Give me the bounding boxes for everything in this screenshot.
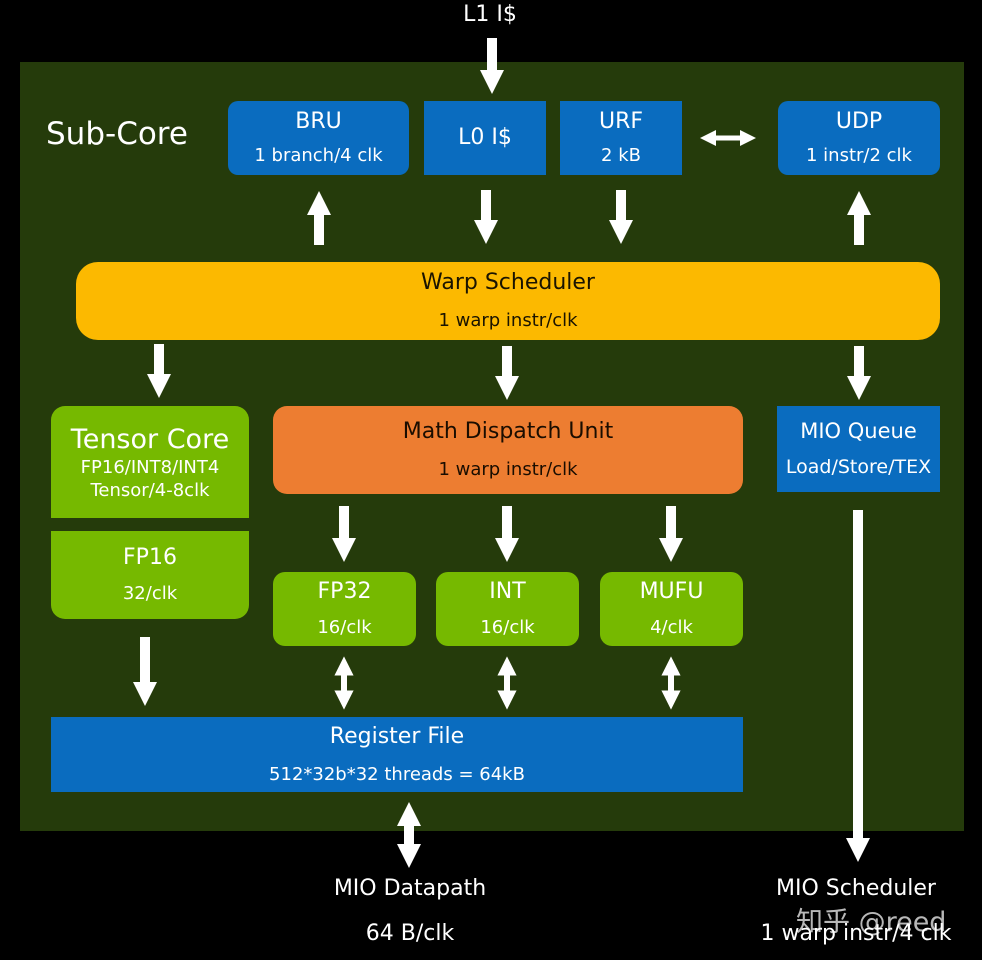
udp-box: UDP 1 instr/2 clk: [778, 101, 940, 175]
mio-datapath-sub: 64 B/clk: [365, 921, 455, 946]
watermark: 知乎 @reed: [796, 907, 947, 938]
math-dispatch-title: Math Dispatch Unit: [402, 419, 614, 444]
mio-scheduler-title: MIO Scheduler: [776, 876, 936, 901]
l1-icache-label: L1 I$: [463, 2, 517, 27]
tensor-core-rate: Tensor/4-8clk: [90, 479, 210, 501]
mufu-title: MUFU: [639, 579, 704, 604]
tensor-core-box: Tensor Core FP16/INT8/INT4 Tensor/4-8clk: [51, 406, 249, 518]
math-dispatch-box: Math Dispatch Unit 1 warp instr/clk: [273, 406, 743, 494]
bru-sub: 1 branch/4 clk: [254, 145, 383, 167]
fp32-title: FP32: [317, 579, 372, 604]
warp-scheduler-title: Warp Scheduler: [421, 270, 595, 295]
math-dispatch-sub: 1 warp instr/clk: [438, 459, 578, 481]
int-box: INT 16/clk: [436, 572, 579, 646]
tensor-core-title: Tensor Core: [70, 423, 230, 455]
int-title: INT: [489, 579, 526, 604]
register-file-title: Register File: [329, 723, 465, 749]
mufu-box: MUFU 4/clk: [600, 572, 743, 646]
mio-datapath-title: MIO Datapath: [333, 876, 487, 901]
fp32-box: FP32 16/clk: [273, 572, 416, 646]
mio-queue-title: MIO Queue: [800, 419, 917, 443]
l0-icache-title: L0 I$: [458, 125, 512, 151]
mio-queue-box: MIO Queue Load/Store/TEX: [777, 406, 940, 492]
fp32-sub: 16/clk: [317, 617, 372, 639]
fp16-title: FP16: [123, 545, 177, 570]
tensor-core-precisions: FP16/INT8/INT4: [80, 456, 220, 478]
bru-title: BRU: [295, 109, 342, 134]
urf-title: URF: [598, 109, 644, 134]
sub-core-title: Sub-Core: [46, 116, 188, 152]
udp-title: UDP: [835, 109, 883, 134]
udp-sub: 1 instr/2 clk: [806, 145, 912, 167]
fp16-sub: 32/clk: [122, 583, 178, 605]
fp16-box: FP16 32/clk: [51, 531, 249, 619]
int-sub: 16/clk: [480, 617, 535, 639]
urf-sub: 2 kB: [601, 145, 641, 167]
urf-box: URF 2 kB: [560, 101, 682, 175]
mufu-sub: 4/clk: [650, 617, 693, 639]
mio-queue-sub: Load/Store/TEX: [785, 456, 932, 479]
warp-scheduler-box: Warp Scheduler 1 warp instr/clk: [76, 262, 940, 340]
bru-box: BRU 1 branch/4 clk: [228, 101, 409, 175]
l0-icache-box: L0 I$: [424, 101, 546, 175]
mio-scheduler-sub: 1 warp instr/4 clk: [760, 921, 952, 946]
warp-scheduler-sub: 1 warp instr/clk: [438, 310, 578, 332]
register-file-sub: 512*32b*32 threads = 64kB: [269, 763, 525, 785]
register-file-box: Register File 512*32b*32 threads = 64kB: [51, 717, 743, 792]
